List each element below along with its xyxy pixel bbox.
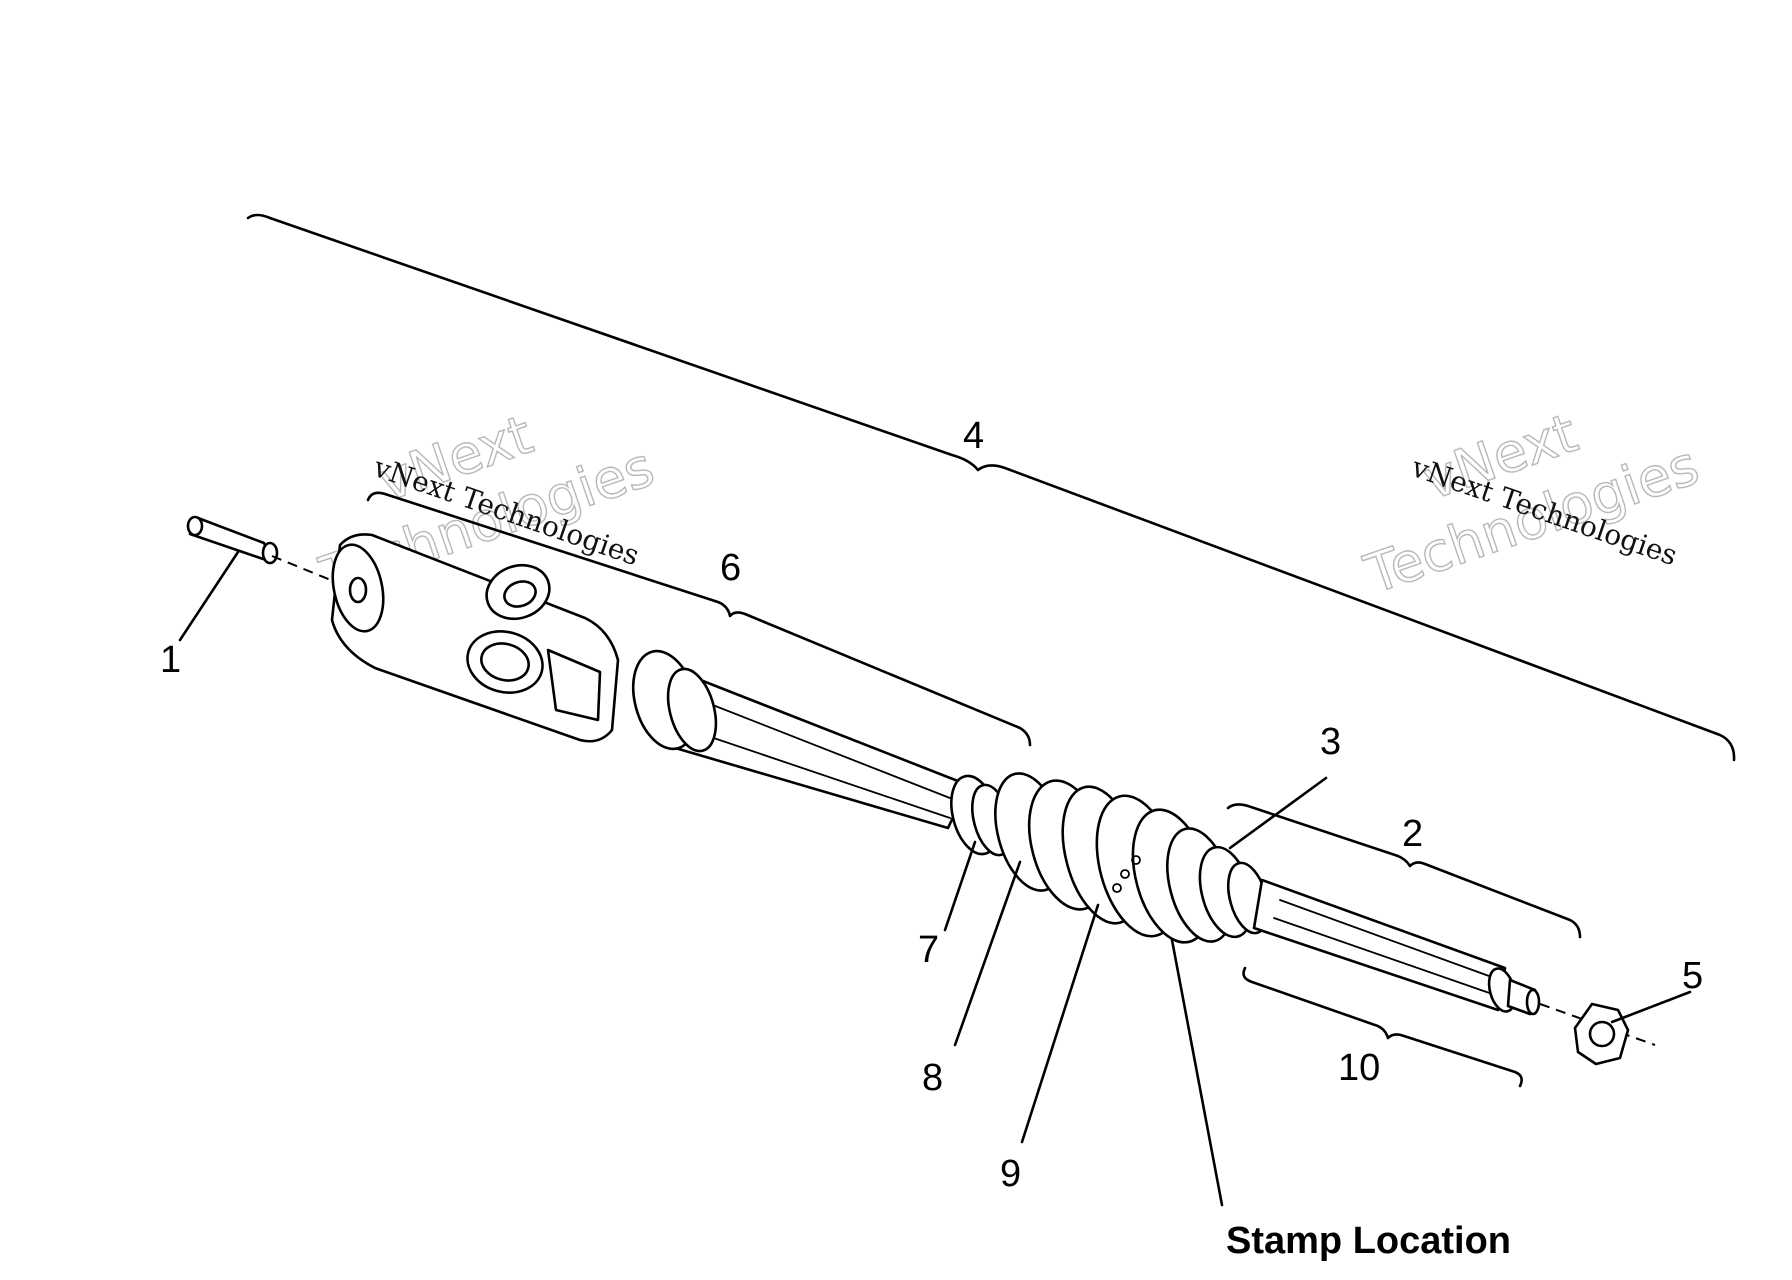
bracket-2 <box>1226 803 1582 939</box>
leader-1 <box>178 550 240 642</box>
bracket-10 <box>1242 966 1523 1088</box>
stamp-location-label: Stamp Location <box>1226 1220 1511 1262</box>
universal-joint-yoke <box>330 533 718 753</box>
leader-9 <box>1020 903 1100 1144</box>
leader-stamp <box>1170 938 1224 1207</box>
callout-1: 1 <box>160 639 181 681</box>
cv-boot <box>994 772 1270 944</box>
callout-6: 6 <box>720 547 741 589</box>
splined-stub-shaft <box>1252 878 1541 1016</box>
callout-2: 2 <box>1402 813 1423 855</box>
leader-7 <box>943 840 977 932</box>
bracket-4 <box>246 213 1736 762</box>
castle-nut-part-5 <box>1573 1002 1630 1066</box>
callout-10: 10 <box>1338 1047 1380 1089</box>
leader-8 <box>953 860 1022 1047</box>
callout-3: 3 <box>1320 721 1341 763</box>
callout-8: 8 <box>922 1057 943 1099</box>
pin-part-1 <box>186 515 279 565</box>
bracket-6 <box>366 491 1032 747</box>
axis-line-right <box>1539 1003 1656 1046</box>
callout-4: 4 <box>963 415 984 457</box>
callout-7: 7 <box>918 929 939 971</box>
callout-9: 9 <box>1000 1153 1021 1195</box>
leader-3 <box>1228 776 1328 850</box>
callout-5: 5 <box>1682 955 1703 997</box>
leader-5 <box>1610 990 1692 1024</box>
